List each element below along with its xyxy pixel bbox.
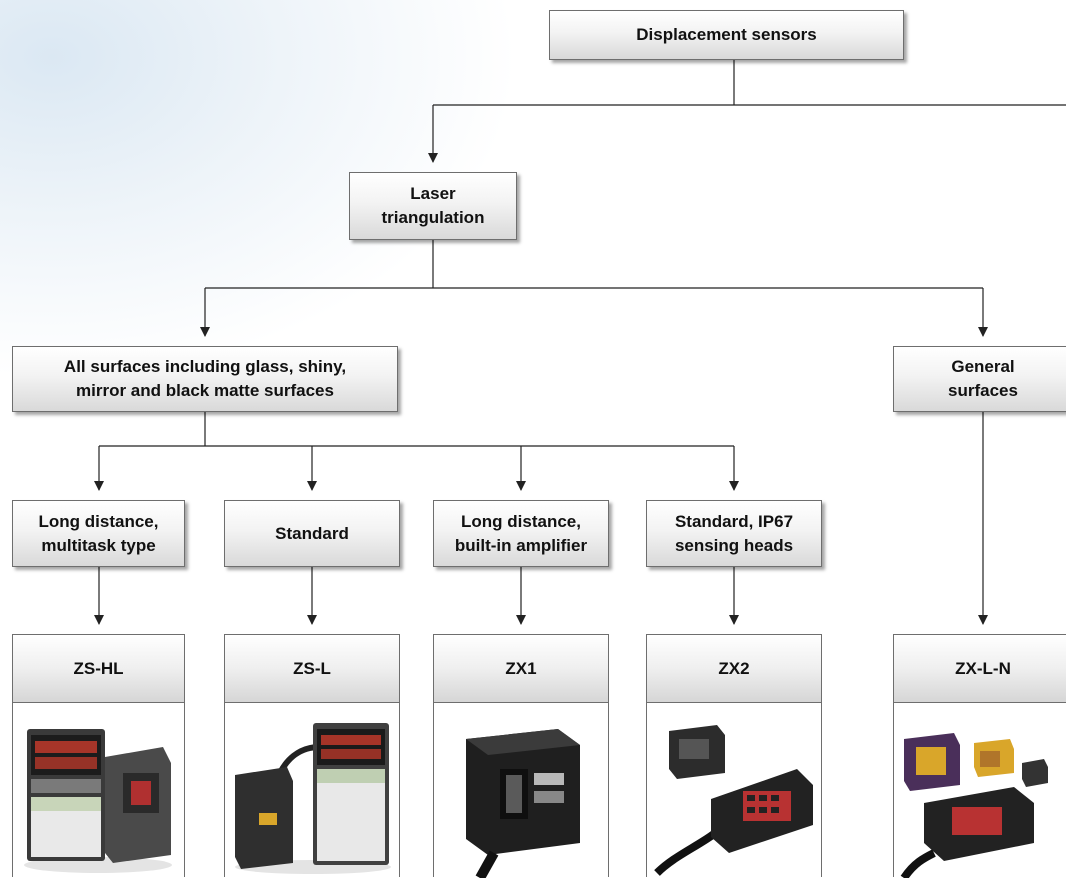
product-name-zx-l-n: ZX-L-N: [894, 635, 1066, 703]
type-node-4: Standard, IP67 sensing heads: [646, 500, 822, 567]
root-label: Displacement sensors: [636, 25, 817, 44]
product-name-zs-hl: ZS-HL: [13, 635, 184, 703]
surface-node-all: All surfaces including glass, shiny, mir…: [12, 346, 398, 412]
type-label-4: Standard, IP67 sensing heads: [674, 511, 794, 555]
zs-l-photo: [225, 703, 399, 877]
surface-node-general: General surfaces: [893, 346, 1066, 412]
method-label: Laser triangulation: [381, 184, 485, 227]
product-card-zs-hl: ZS-HL: [12, 634, 185, 877]
surface-label-all: All surfaces including glass, shiny, mir…: [63, 357, 347, 400]
zx-l-n-photo: [894, 703, 1066, 881]
product-card-zs-l: ZS-L: [224, 634, 400, 877]
method-node: Laser triangulation: [349, 172, 517, 240]
type-node-3: Long distance, built-in amplifier: [433, 500, 609, 567]
zx1-photo: [434, 703, 608, 881]
zs-hl-photo: [13, 703, 184, 877]
product-name-zx2: ZX2: [647, 635, 821, 703]
type-label-2: Standard: [275, 523, 349, 543]
product-name-zx1: ZX1: [434, 635, 608, 703]
zx2-photo: [647, 703, 821, 877]
product-card-zx-l-n: ZX-L-N: [893, 634, 1066, 881]
type-node-2: Standard: [224, 500, 400, 567]
product-card-zx2: ZX2: [646, 634, 822, 877]
product-card-zx1: ZX1: [433, 634, 609, 881]
product-name-zs-l: ZS-L: [225, 635, 399, 703]
root-node: Displacement sensors: [549, 10, 904, 60]
type-node-1: Long distance, multitask type: [12, 500, 185, 567]
surface-label-general: General surfaces: [948, 357, 1018, 400]
type-label-3: Long distance, built-in amplifier: [454, 511, 588, 555]
type-label-1: Long distance, multitask type: [38, 511, 159, 555]
